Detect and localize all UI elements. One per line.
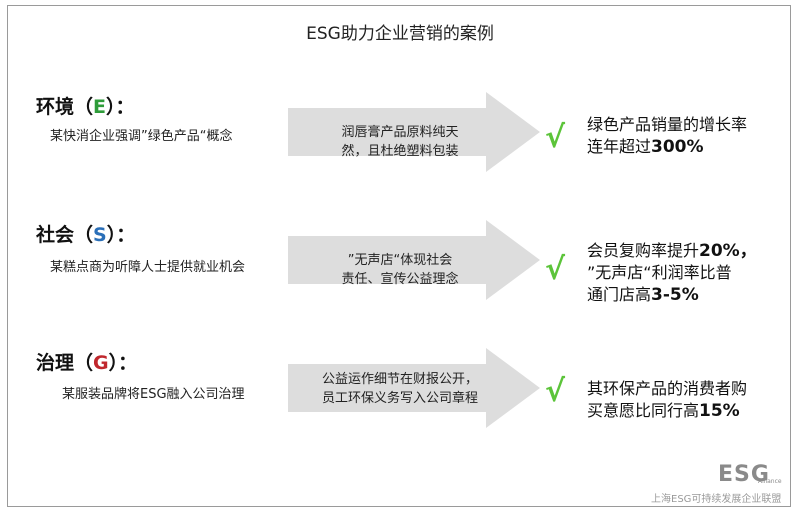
arrow-shape: [288, 220, 540, 300]
check-icon: √: [545, 252, 566, 287]
action-line: 公益运作细节在财报公开，: [321, 372, 478, 387]
result-text: 绿色产品销量的增长率 连年超过300%: [587, 114, 777, 158]
category-letter: E: [93, 96, 106, 118]
row-social: 社会（S）： 某糕点商为听障人士提供就业机会 ”无声店“体现社会 责任、宣传公益…: [0, 220, 800, 305]
action-text: ”无声店“体现社会 责任、宣传公益理念: [300, 251, 500, 289]
action-line: ”无声店“体现社会: [347, 253, 453, 268]
action-text: 公益运作细节在财报公开， 员工环保义务写入公司章程: [300, 370, 500, 408]
heading-suffix: ）：: [108, 352, 138, 374]
action-line: 员工环保义务写入公司章程: [321, 391, 478, 406]
heading-suffix: ）：: [106, 96, 135, 118]
action-line: 责任、宣传公益理念: [341, 272, 459, 287]
category-heading: 环境（E）：: [36, 92, 135, 119]
heading-prefix: 社会（: [36, 224, 94, 246]
check-icon: √: [545, 374, 566, 409]
arrow-shape: [288, 92, 540, 172]
action-line: 然，且杜绝塑料包装: [341, 144, 459, 159]
heading-prefix: 治理（: [36, 352, 94, 374]
action-line: 润唇膏产品原料纯天: [341, 125, 459, 140]
row-governance: 治理（G）： 某服装品牌将ESG融入公司治理 公益运作细节在财报公开， 员工环保…: [0, 348, 800, 428]
result-line: 其环保产品的消费者购: [587, 379, 748, 398]
esg-alliance-logo: ESG: [718, 462, 770, 487]
result-line: ”无声店“利润率比普: [587, 263, 732, 282]
result-text: 其环保产品的消费者购 买意愿比同行高15%: [587, 378, 777, 422]
result-line: 会员复购率提升20%，: [587, 241, 757, 261]
category-letter: G: [93, 352, 109, 374]
case-description: 某快消企业强调”绿色产品“概念: [50, 129, 233, 144]
slide-frame: [7, 5, 791, 507]
heading-prefix: 环境（: [36, 96, 94, 118]
category-letter: S: [93, 224, 107, 246]
case-description: 某服装品牌将ESG融入公司治理: [62, 387, 245, 402]
result-line: 买意愿比同行高15%: [587, 401, 740, 421]
result-text: 会员复购率提升20%， ”无声店“利润率比普 通门店高3-5%: [587, 240, 777, 306]
category-heading: 社会（S）：: [36, 220, 135, 247]
heading-suffix: ）：: [106, 224, 136, 246]
result-line: 绿色产品销量的增长率: [587, 115, 748, 134]
footer-organization: 上海ESG可持续发展企业联盟: [651, 494, 782, 505]
row-environment: 环境（E）： 某快消企业强调”绿色产品“概念 润唇膏产品原料纯天 然，且杜绝塑料…: [0, 92, 800, 172]
category-heading: 治理（G）：: [36, 348, 137, 375]
result-line: 连年超过300%: [587, 137, 704, 157]
logo-subtitle: Alliance: [758, 478, 782, 485]
page-title: ESG助力企业营销的案例: [306, 24, 494, 44]
action-text: 润唇膏产品原料纯天 然，且杜绝塑料包装: [300, 123, 500, 161]
check-icon: √: [545, 120, 566, 155]
case-description: 某糕点商为听障人士提供就业机会: [50, 260, 246, 275]
result-line: 通门店高3-5%: [587, 285, 699, 305]
arrow-shape: [288, 348, 540, 428]
